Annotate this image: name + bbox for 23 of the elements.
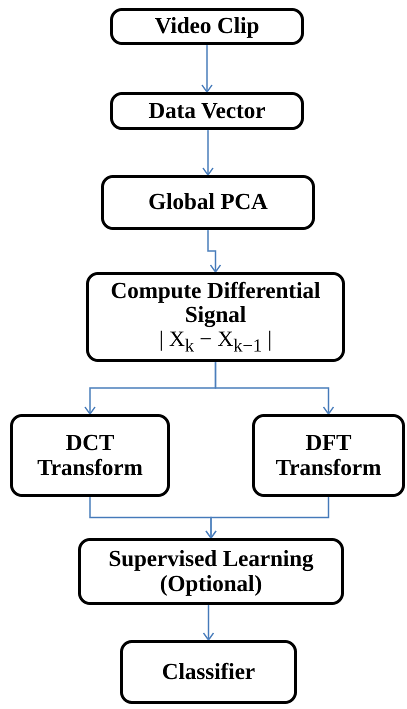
- process-box: [101, 175, 315, 230]
- box-label: Classifier: [162, 660, 256, 684]
- process-box: [120, 640, 297, 704]
- arrow: [205, 497, 330, 539]
- process-box: [252, 414, 405, 497]
- box-label: Supervised Learning (Optional): [107, 547, 315, 596]
- formula-text: | X$_{k}$ − X$_{k−1}$ |: [159, 326, 272, 356]
- arrow: [201, 45, 213, 93]
- arrow: [207, 230, 222, 273]
- process-box: [110, 8, 304, 45]
- box-label: Compute Differential Signal: [110, 278, 322, 327]
- process-box: [10, 414, 170, 497]
- box-label: DFT Transform: [274, 431, 382, 480]
- box-label: Global PCA: [148, 190, 268, 215]
- box-label: Video Clip: [154, 14, 260, 39]
- process-box: [110, 92, 304, 130]
- arrow: [202, 130, 214, 176]
- box-label: Data Vector: [148, 98, 266, 124]
- arrow: [202, 605, 214, 641]
- process-box: [86, 272, 345, 362]
- arrow: [214, 362, 334, 415]
- box-label: DCT Transform: [36, 431, 144, 480]
- process-box: [78, 538, 344, 605]
